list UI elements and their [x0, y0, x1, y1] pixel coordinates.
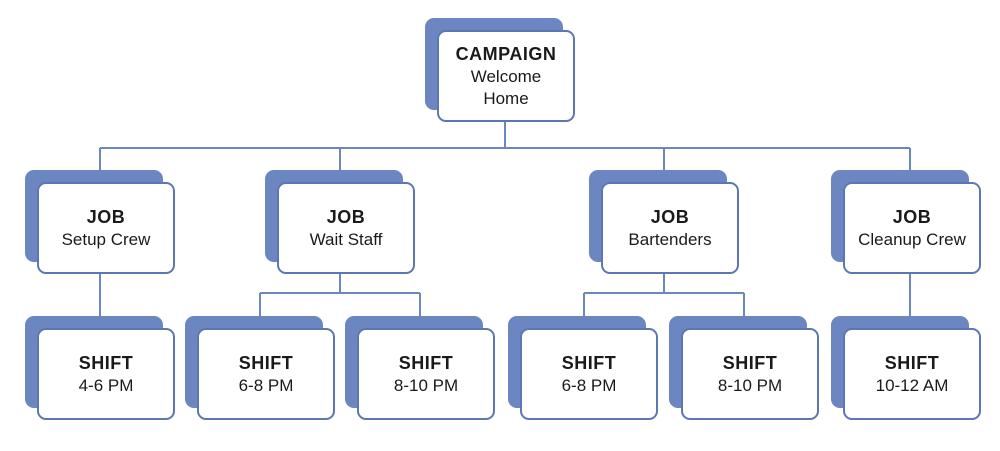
shift-type-label: SHIFT — [722, 353, 778, 373]
campaign-type-label: CAMPAIGN — [455, 44, 557, 64]
shift-type-label: SHIFT — [561, 353, 617, 373]
node-box: SHIFT 8-10 PM — [357, 328, 495, 420]
job-type-label: JOB — [326, 207, 366, 227]
shift-node: SHIFT 6-8 PM — [508, 316, 658, 420]
job-name-label: Wait Staff — [309, 230, 383, 249]
shift-type-label: SHIFT — [398, 353, 454, 373]
job-node-bartenders: JOB Bartenders — [589, 170, 739, 274]
campaign-name-label: Welcome Home — [470, 67, 542, 108]
shift-time-label: 8-10 PM — [717, 376, 783, 395]
campaign-node: CAMPAIGN Welcome Home — [425, 18, 575, 122]
node-box: SHIFT 6-8 PM — [197, 328, 335, 420]
shift-node: SHIFT 8-10 PM — [669, 316, 819, 420]
shift-time-label: 6-8 PM — [561, 376, 617, 395]
shift-time-label: 8-10 PM — [393, 376, 459, 395]
shift-type-label: SHIFT — [78, 353, 134, 373]
shift-node: SHIFT 10-12 AM — [831, 316, 981, 420]
job-name-label: Bartenders — [628, 230, 712, 249]
node-box: SHIFT 4-6 PM — [37, 328, 175, 420]
shift-node: SHIFT 8-10 PM — [345, 316, 495, 420]
shift-type-label: SHIFT — [238, 353, 294, 373]
job-node-wait-staff: JOB Wait Staff — [265, 170, 415, 274]
node-box: SHIFT 10-12 AM — [843, 328, 981, 420]
job-type-label: JOB — [86, 207, 126, 227]
job-name-label: Setup Crew — [61, 230, 151, 249]
node-box: JOB Wait Staff — [277, 182, 415, 274]
shift-time-label: 10-12 AM — [875, 376, 949, 395]
job-type-label: JOB — [892, 207, 932, 227]
node-box: JOB Cleanup Crew — [843, 182, 981, 274]
node-box: JOB Bartenders — [601, 182, 739, 274]
node-box: SHIFT 6-8 PM — [520, 328, 658, 420]
node-box: CAMPAIGN Welcome Home — [437, 30, 575, 122]
job-node-setup-crew: JOB Setup Crew — [25, 170, 175, 274]
job-type-label: JOB — [650, 207, 690, 227]
shift-type-label: SHIFT — [884, 353, 940, 373]
job-node-cleanup-crew: JOB Cleanup Crew — [831, 170, 981, 274]
shift-time-label: 6-8 PM — [238, 376, 294, 395]
job-name-label: Cleanup Crew — [858, 230, 966, 249]
node-box: JOB Setup Crew — [37, 182, 175, 274]
shift-time-label: 4-6 PM — [78, 376, 134, 395]
shift-node: SHIFT 6-8 PM — [185, 316, 335, 420]
node-box: SHIFT 8-10 PM — [681, 328, 819, 420]
shift-node: SHIFT 4-6 PM — [25, 316, 175, 420]
